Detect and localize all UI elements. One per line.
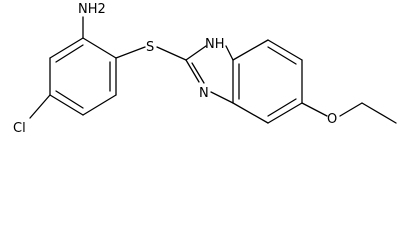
atom-label-s: S [146,40,154,55]
double-bond-inner [191,62,205,84]
bond [267,102,303,124]
atom-label-nh2: NH2 [78,2,106,17]
bond [115,46,146,59]
bond [361,102,397,124]
double-bond [185,59,200,83]
atom-label-n: N [199,86,209,101]
bond [301,102,328,117]
atom-label-o: O [327,112,337,127]
bond [49,37,84,59]
bond [49,94,84,116]
bond [156,46,187,61]
bond [82,94,117,116]
atom-label-cl: Cl [13,121,26,136]
bond [210,91,234,104]
bond [339,102,363,117]
bond [267,39,303,61]
bond [232,102,269,124]
molecule-structure: NH2 S Cl NH N O [13,2,397,136]
double-bond-inner [55,44,84,63]
double-bond-inner [55,90,84,109]
bond [225,45,234,61]
double-bond-inner [267,98,297,117]
bond [29,94,51,119]
bond [82,37,117,59]
bond [185,45,207,61]
bond [232,39,269,61]
atom-label-nh: NH [205,37,225,52]
double-bond-inner [267,46,297,65]
